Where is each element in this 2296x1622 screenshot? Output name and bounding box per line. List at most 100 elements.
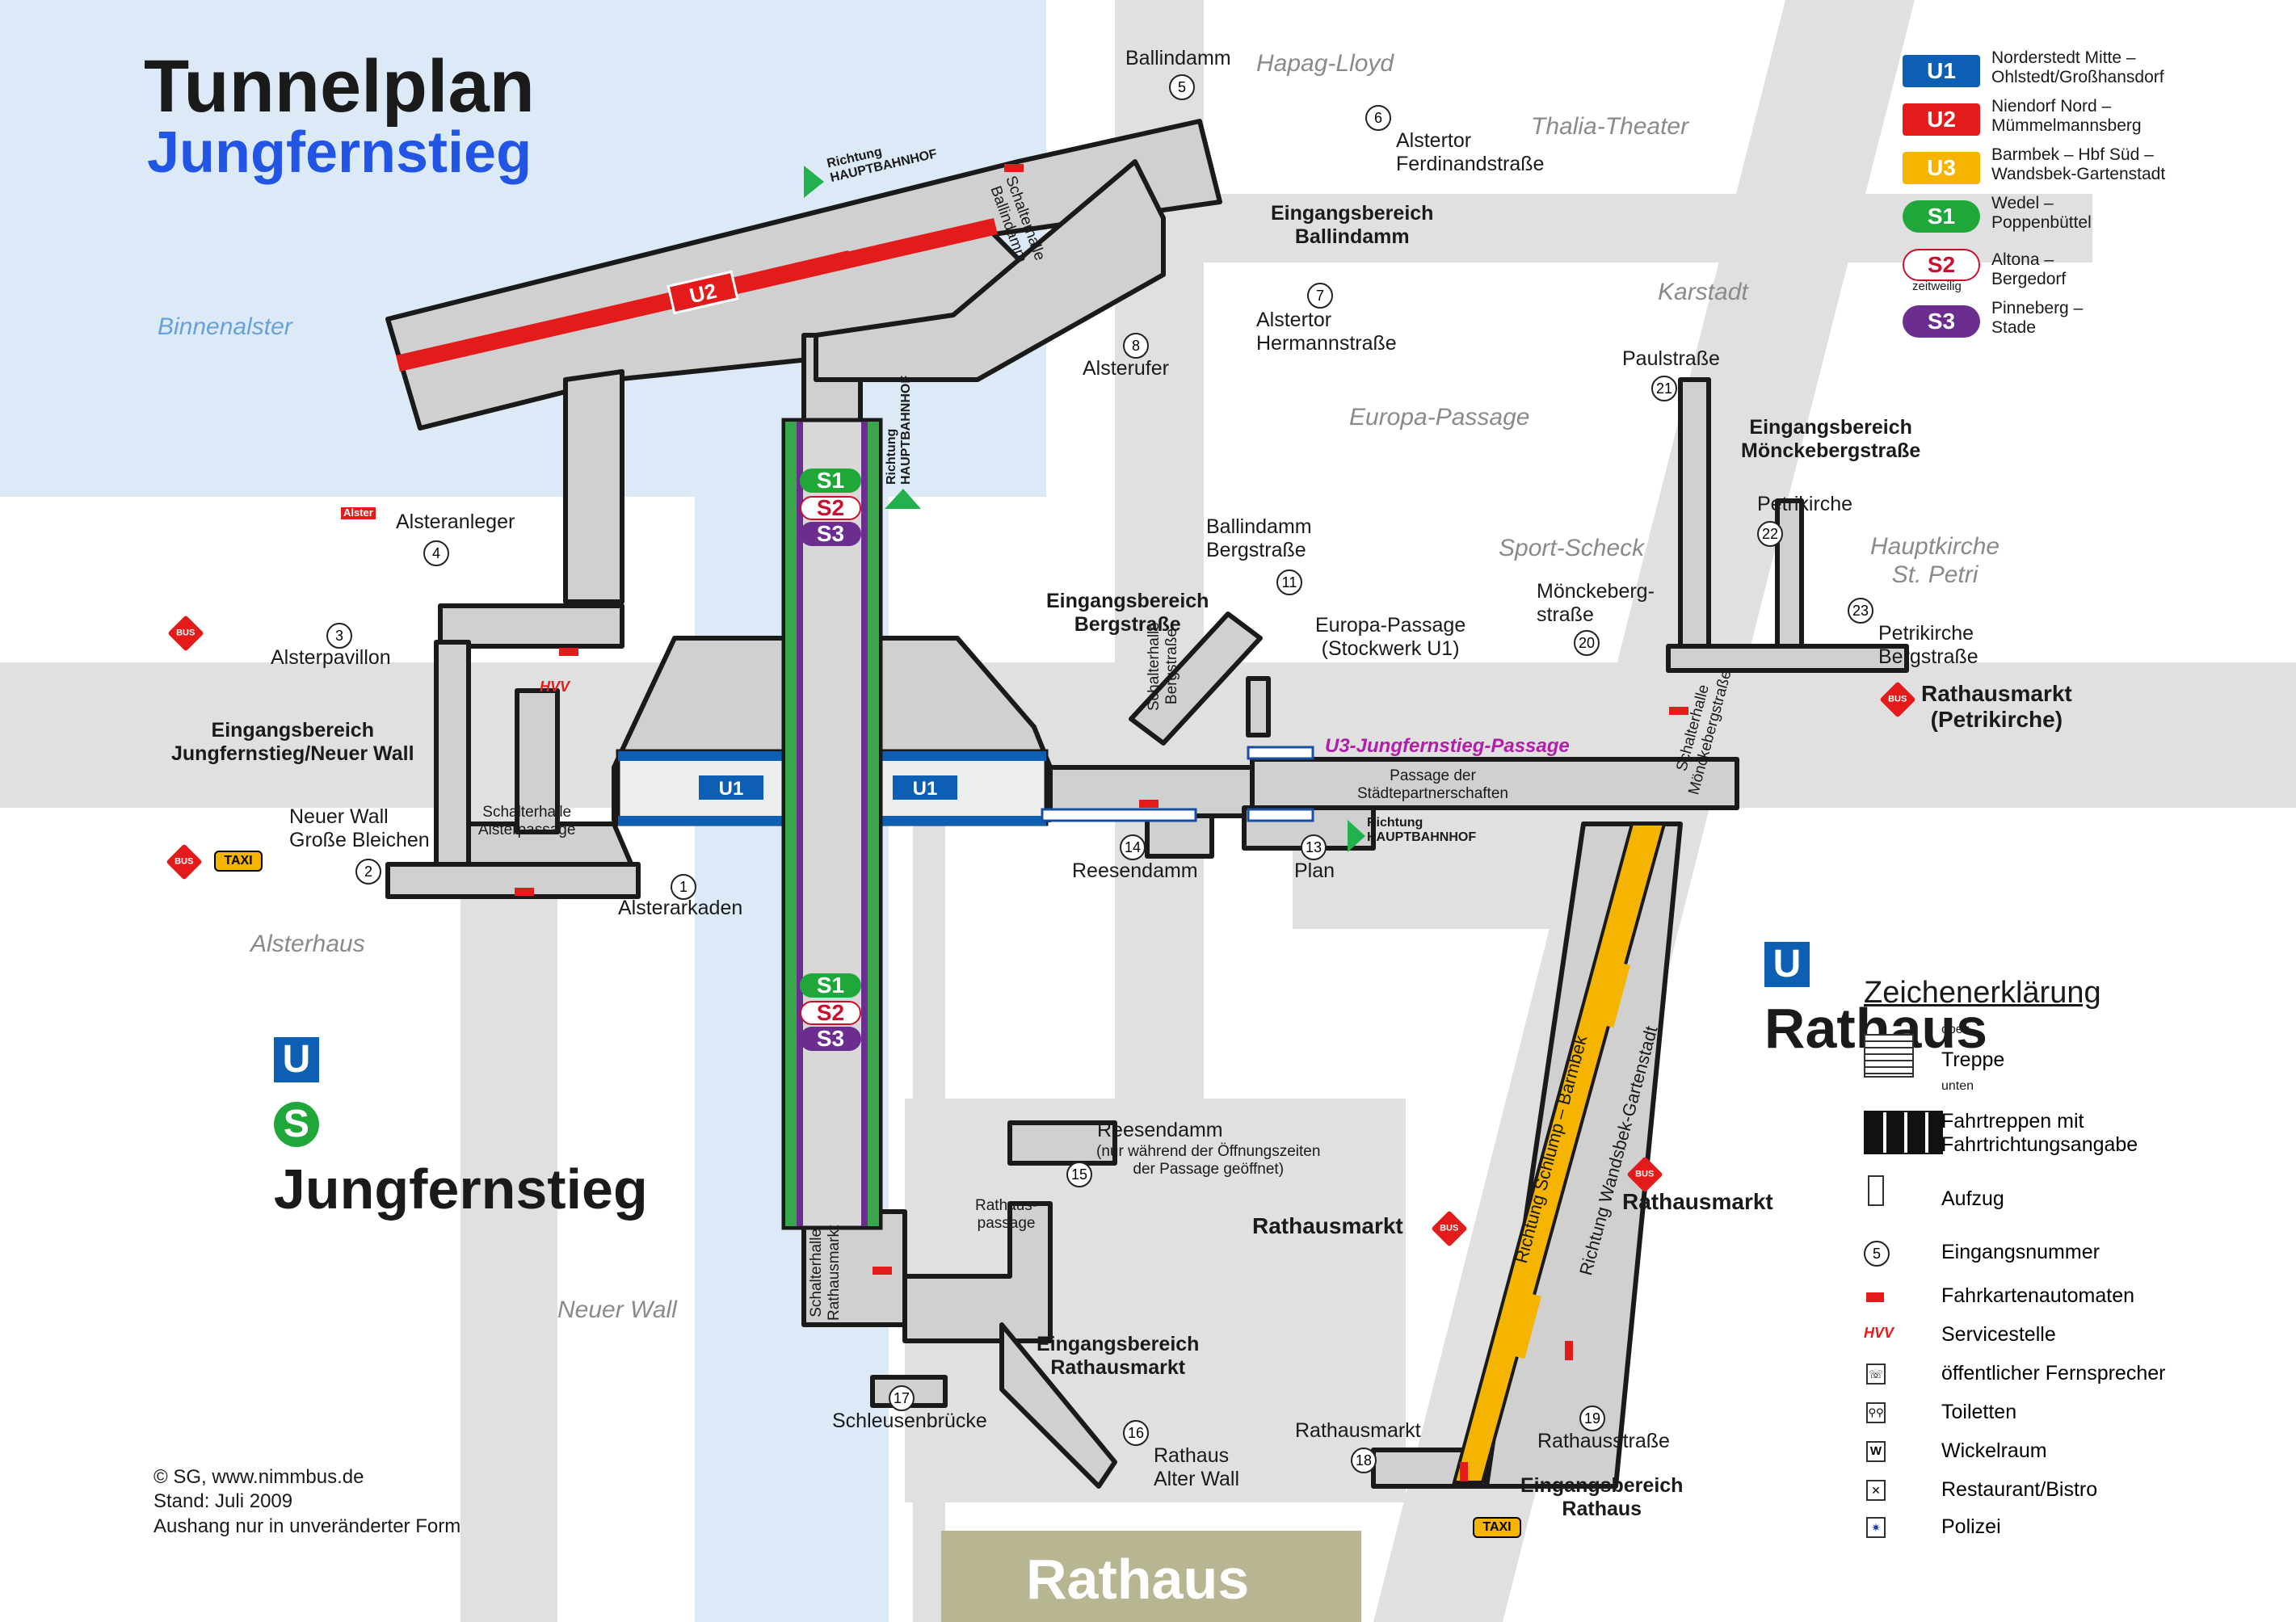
- entrance-label-19[interactable]: Rathausstraße: [1537, 1430, 1670, 1452]
- area-ballindamm: Eingangsbereich Ballindamm: [1271, 202, 1434, 248]
- hbf-arrow-passage: [1348, 820, 1365, 852]
- entrance-number: 17: [889, 1385, 915, 1411]
- street-sport: Sport-Scheck: [1499, 535, 1645, 561]
- legend-ticket: Fahrkartenautomaten: [1941, 1284, 2135, 1307]
- entrance-label-22[interactable]: Petrikirche: [1757, 493, 1853, 515]
- hall-rathauspassage: Rathaus- passage: [975, 1197, 1038, 1232]
- s1-badge-south: S1: [800, 973, 861, 998]
- entrance-label-5[interactable]: Ballindamm: [1125, 47, 1231, 69]
- entrance-label-15[interactable]: Reesendamm: [1097, 1119, 1223, 1141]
- hall-rathausmarkt: Schalterhalle Rathausmarkt: [808, 1225, 843, 1321]
- legend-phone: öffentlicher Fernsprecher: [1941, 1362, 2166, 1385]
- area-jungfernstieg: Eingangsbereich Jungfernstieg/Neuer Wall: [171, 719, 414, 765]
- hbf-arrow-u2: [804, 166, 824, 198]
- entrance-label-20[interactable]: Mönckeberg- straße: [1537, 580, 1655, 626]
- legend-stairs: Treppe: [1941, 1048, 2005, 1071]
- legend-entrance: Eingangsnummer: [1941, 1241, 2100, 1263]
- page-title: Tunnelplan: [144, 45, 535, 128]
- entrance-number: 19: [1579, 1406, 1605, 1431]
- entrance-number: 16: [1123, 1420, 1149, 1446]
- reesendamm-note: (nur während der Öffnungszeiten der Pass…: [1096, 1143, 1321, 1178]
- toilets-icon: ⚲⚲: [1866, 1402, 1886, 1423]
- entrance-number: 2: [355, 859, 381, 885]
- bus-label: BUS: [176, 628, 196, 638]
- area-bergstrasse: Eingangsbereich Bergstraße: [1046, 590, 1209, 636]
- u2-legend-badge: U2: [1903, 103, 1980, 136]
- area-moenckeberg: Eingangsbereich Mönckebergstraße: [1741, 416, 1921, 462]
- label-rathaus-building: Rathaus: [1026, 1548, 1250, 1611]
- direction-hbf-s: Richtung HAUPTBAHNHOF: [885, 375, 914, 485]
- s2-legend-badge: S2: [1903, 249, 1980, 281]
- s3-legend-badge: S3: [1903, 305, 1980, 338]
- street-karstadt: Karstadt: [1658, 279, 1748, 305]
- alster-ferry-icon: Alster: [341, 506, 376, 519]
- hall-u3passage: U3-Jungfernstieg-Passage: [1325, 735, 1570, 757]
- entrance-label-17[interactable]: Schleusenbrücke: [832, 1410, 987, 1432]
- street-hauptkirche: Hauptkirche St. Petri: [1870, 533, 2000, 588]
- entrance-label-21[interactable]: Paulstraße: [1622, 347, 1720, 370]
- elevator-icon: [1868, 1175, 1884, 1206]
- stairs-icon: [1864, 1034, 1914, 1078]
- label-rathausmarkt-petri: Rathausmarkt (Petrikirche): [1921, 681, 2072, 733]
- taxi-icon: TAXI: [1473, 1517, 1521, 1538]
- u-bahn-icon: U: [1764, 941, 1810, 987]
- entrance-label-6[interactable]: Alstertor Ferdinandstraße: [1396, 129, 1545, 175]
- u3-passage-hatch: [1041, 746, 1314, 822]
- label-rathausmarkt-east: Rathausmarkt: [1622, 1189, 1773, 1214]
- entrance-label-2[interactable]: Neuer Wall Große Bleichen: [289, 805, 430, 851]
- entrance-label-16[interactable]: Rathaus Alter Wall: [1154, 1444, 1240, 1490]
- legend-escalator: Fahrtreppen mit Fahrtrichtungsangabe: [1941, 1110, 2138, 1156]
- street-neuerwall: Neuer Wall: [557, 1296, 677, 1323]
- entrance-number: 5: [1169, 74, 1195, 100]
- street-alsterhaus: Alsterhaus: [250, 931, 365, 957]
- legend-service: Servicestelle: [1941, 1323, 2056, 1346]
- s2-legend-desc: Altona – Bergedorf: [1991, 250, 2067, 289]
- entrance-number: 1: [671, 874, 696, 900]
- legend-elevator: Aufzug: [1941, 1187, 2004, 1210]
- u2-platform-label: U2: [688, 279, 719, 309]
- entrance-number: 3: [326, 623, 352, 649]
- entrance-label-18[interactable]: Rathausmarkt: [1295, 1419, 1421, 1442]
- street-hapag: Hapag-Lloyd: [1256, 50, 1394, 77]
- entrance-label-8[interactable]: Alsterufer: [1083, 357, 1169, 380]
- hbf-arrow-s: [885, 489, 921, 509]
- s2-badge-south: S2: [800, 1000, 861, 1025]
- entrance-label-4[interactable]: Alsteranleger: [396, 511, 515, 533]
- s3-badge-north: S3: [800, 521, 861, 546]
- bus-label: BUS: [175, 856, 194, 867]
- u1-legend-desc: Norderstedt Mitte – Ohlstedt/Großhansdor…: [1991, 48, 2164, 87]
- entrance-number: 21: [1651, 376, 1677, 401]
- u1-legend-badge: U1: [1903, 55, 1980, 87]
- entrance-label-3[interactable]: Alsterpavillon: [271, 646, 391, 669]
- entrance-number: 18: [1351, 1448, 1377, 1473]
- entrance-label-23[interactable]: Petrikirche Bergstraße: [1878, 622, 1979, 668]
- bus-label: BUS: [1440, 1223, 1459, 1233]
- s-bahn-icon: S: [273, 1102, 319, 1147]
- s3-badge-south: S3: [800, 1026, 861, 1051]
- entrance-number: 4: [423, 540, 449, 566]
- u2-platform: U2: [396, 218, 998, 372]
- hall-staedte: Passage der Städtepartnerschaften: [1357, 767, 1508, 802]
- entrance-label-1[interactable]: Alsterarkaden: [618, 897, 743, 919]
- entrance-label-14[interactable]: Reesendamm: [1072, 859, 1198, 882]
- direction-hbf-passage: Richtung HAUPTBAHNHOF: [1367, 816, 1477, 845]
- hall-alsterpassage: Schalterhalle Alsterpassage: [478, 804, 576, 838]
- area-rathausmarkt: Eingangsbereich Rathausmarkt: [1037, 1333, 1200, 1379]
- u-bahn-icon: U: [273, 1036, 319, 1082]
- entrance-label-11[interactable]: Ballindamm Bergstraße: [1206, 515, 1312, 561]
- entrance-label-7[interactable]: Alstertor Hermannstraße: [1256, 309, 1397, 355]
- street-europa: Europa-Passage: [1349, 404, 1530, 431]
- entrance-number: 6: [1365, 105, 1391, 131]
- legend-title: Zeichenerklärung: [1864, 976, 2101, 1010]
- ticket-machines: [515, 164, 1688, 1481]
- s3-legend-desc: Pinneberg – Stade: [1991, 299, 2084, 338]
- service-icon: HVV: [1864, 1325, 1894, 1341]
- entrance-label-13[interactable]: Plan: [1294, 859, 1335, 882]
- u3-legend-badge: U3: [1903, 152, 1980, 184]
- area-rathaus: Eingangsbereich Rathaus: [1520, 1474, 1684, 1520]
- u1-label-west: U1: [719, 778, 744, 800]
- hall-europa-u1: Europa-Passage (Stockwerk U1): [1315, 614, 1466, 660]
- station-jungfernstieg-name: Jungfernstieg: [273, 1157, 648, 1221]
- footer-date: Stand: Juli 2009: [153, 1490, 293, 1512]
